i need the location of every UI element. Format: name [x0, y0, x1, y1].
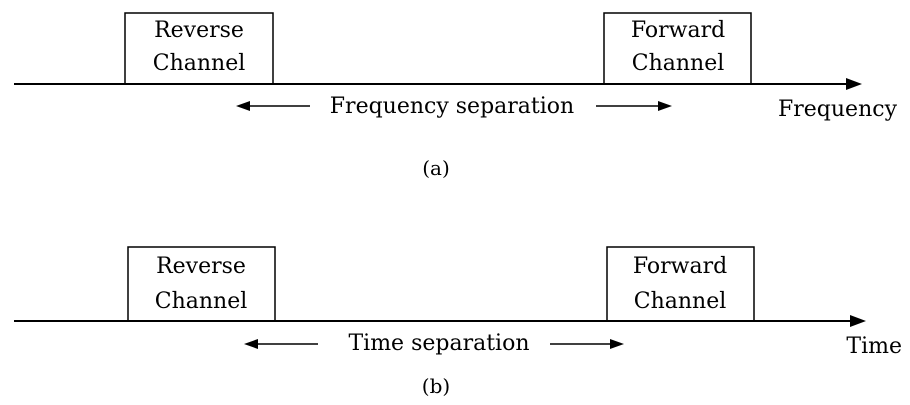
- forward-channel-box-b: [606, 246, 755, 322]
- time-axis-arrowhead: [850, 315, 866, 327]
- time-separation-label: Time separation: [348, 331, 529, 356]
- panel-b: Reverse Channel Forward Channel Time sep…: [14, 246, 902, 398]
- frequency-axis-label: Frequency: [778, 97, 898, 122]
- forward-channel-label-line2-a: Channel: [632, 51, 725, 76]
- forward-channel-label-line1-a: Forward: [631, 18, 725, 43]
- caption-b: (b): [422, 374, 450, 398]
- reverse-channel-label-line1-b: Reverse: [156, 254, 246, 279]
- reverse-channel-box-b: [127, 246, 276, 322]
- separation-arrowhead-right-a: [658, 101, 672, 111]
- reverse-channel-box-a: [124, 12, 274, 85]
- caption-a: (a): [422, 156, 450, 180]
- separation-arrowhead-left-a: [236, 101, 250, 111]
- separation-arrowhead-right-b: [610, 339, 624, 349]
- forward-channel-label-line2-b: Channel: [634, 289, 727, 314]
- reverse-channel-label-line2-b: Channel: [155, 289, 248, 314]
- forward-channel-label-line1-b: Forward: [633, 254, 727, 279]
- reverse-channel-label-line2-a: Channel: [153, 51, 246, 76]
- frequency-axis-arrowhead: [846, 78, 862, 90]
- panel-a: Reverse Channel Forward Channel Frequenc…: [14, 12, 898, 180]
- forward-channel-box-a: [603, 12, 752, 85]
- separation-arrowhead-left-b: [244, 339, 258, 349]
- reverse-channel-label-line1-a: Reverse: [154, 18, 244, 43]
- frequency-separation-label: Frequency separation: [330, 94, 574, 119]
- time-axis-label: Time: [846, 334, 902, 359]
